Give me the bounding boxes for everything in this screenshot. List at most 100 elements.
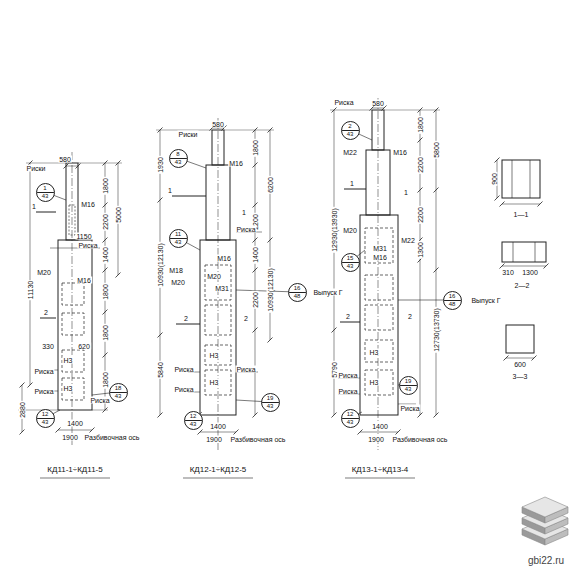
callout-divider [37,192,54,193]
drawing-label: Риска [399,405,420,412]
callout-circle: 1243 [36,409,55,428]
sheet-number: 43 [347,419,354,425]
dimension-tick [495,196,500,201]
drawing-label: 1900 [61,434,79,441]
callout-divider [185,420,202,421]
dimension-tick [434,268,439,273]
dimension-tick [532,356,537,361]
dimension-value: 1300 [417,241,424,259]
dimension-value: 5840 [157,361,164,379]
drawing-label: 580 [58,156,72,163]
opening [62,350,84,372]
drawing-line [78,163,122,164]
drawing-label: 2 [243,315,249,322]
callout-divider [400,385,417,386]
drawing-label: М31 [214,285,230,292]
opening [365,228,393,263]
drawing-label: 2 [407,313,413,320]
dimension-tick [253,128,258,133]
drawing-label: М22 [342,149,358,156]
drawing-label: 600 [513,361,527,368]
dimension-value: 1800 [417,116,424,134]
callout-circle: 143 [36,183,55,202]
dimension-tick [116,161,121,166]
drawing-label: 1 [403,189,409,196]
opening [365,275,393,300]
drawing-label: Риска [77,242,98,249]
dimension-tick [332,108,337,113]
dimension-tick [418,138,423,143]
dimension-tick [358,430,363,435]
callout-circle: 1243 [341,409,360,428]
drawing-line [535,242,536,262]
callout-circle: 1648 [443,291,462,310]
dimension-value: 1800 [252,139,259,157]
dimension-value: 2880 [19,401,26,419]
sheet-number: 48 [449,301,456,307]
dimension-tick [103,203,108,208]
dimension-tick [253,413,258,418]
drawing-label: Разбивочная ось [230,436,287,443]
opening [62,313,84,335]
drawing-label: М22 [400,237,416,244]
drawing-label: Риска [89,397,110,404]
opening [62,378,84,400]
drawing-label: 1300 [521,269,539,276]
callout-circle: 1143 [169,229,188,248]
callout-number: 19 [267,395,274,401]
dimension-line [200,432,236,433]
drawing-label: Выпуск Г [312,289,343,296]
drawing-line [530,160,531,198]
dimension-value: 1800 [102,177,109,195]
dimension-line [360,432,398,433]
drawing-label: 1900 [367,436,385,443]
drawing-label: 330 [41,343,55,350]
drawing-label: 1400 [66,420,84,427]
dimension-tick [268,338,273,343]
dimension-value: 900 [491,172,498,186]
drawing-label: 1 [31,203,37,210]
callout-divider [262,402,279,403]
callout-number: 15 [347,255,354,261]
dimension-tick [332,413,337,418]
dimension-tick [103,353,108,358]
callout-number: 12 [347,411,354,417]
dimension-tick [504,356,509,361]
sheet-number: 43 [115,393,122,399]
dimension-tick [253,163,258,168]
dimension-tick [158,333,163,338]
dimension-value: 5000 [115,206,122,224]
dimension-tick [332,328,337,333]
dimension-line [372,108,384,109]
dimension-line [30,163,31,385]
drawing-line [344,189,366,190]
drawing-label: Н3 [63,357,74,364]
drawing-label: М20 [36,269,52,276]
dimension-tick [28,383,33,388]
opening [365,370,393,395]
dimension-tick [158,198,163,203]
dimension-value: 12730(13730) [433,307,440,353]
drawing-label: М16 [372,254,388,261]
dimension-tick [253,328,258,333]
callout-divider [110,392,127,393]
drawing-label: 1400 [371,423,389,430]
callout-divider [342,130,359,131]
dimension-tick [396,430,401,435]
dimension-value: 11130 [27,280,34,300]
drawing-label: Н3 [63,385,74,392]
drawing-label: Н3 [209,352,220,359]
dimension-tick [56,428,61,433]
dimension-tick [253,268,258,273]
drawing-line [36,212,56,213]
title-underline [40,478,110,479]
drawing-line [513,242,514,262]
section-outline [502,242,546,262]
drawing-title: КД13-1÷КД13-4 [351,466,410,474]
dimension-tick [116,273,121,278]
drawing-label: 1150 [75,233,92,240]
drawing-label: 1—1 [513,211,530,218]
dimension-tick [20,383,25,388]
